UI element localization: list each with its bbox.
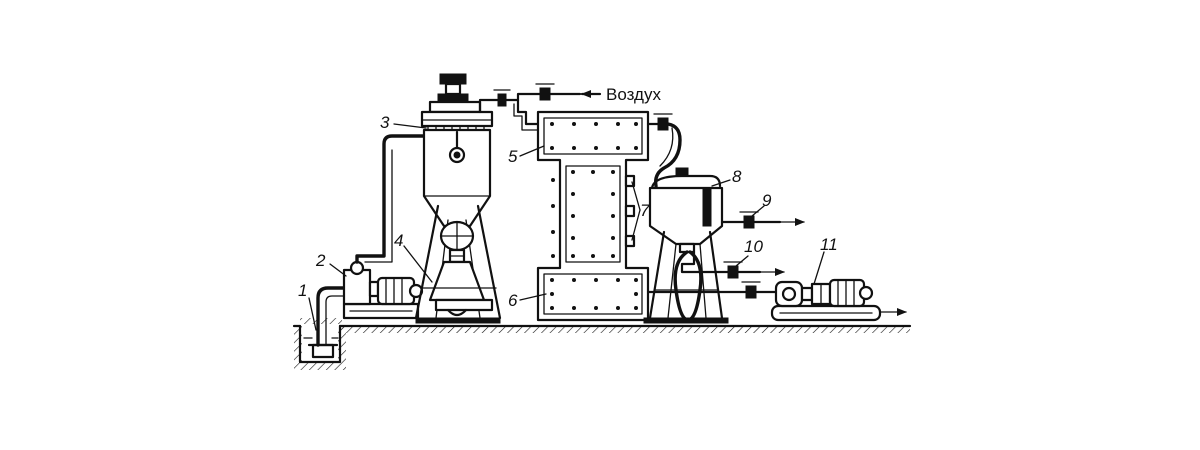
tank-stand xyxy=(414,204,502,324)
air-supply-line: Воздух xyxy=(493,83,661,131)
callout-2: 2 xyxy=(315,251,326,270)
discharge-pump-unit xyxy=(770,278,907,322)
bottom-line xyxy=(646,281,778,299)
callout-5: 5 xyxy=(508,147,518,166)
mixing-tank xyxy=(420,73,500,228)
callout-3: 3 xyxy=(380,113,390,132)
column-middle-bolts xyxy=(551,170,615,258)
column xyxy=(536,110,650,322)
leader-lines xyxy=(308,123,825,331)
callout-numbers: 1 2 3 4 5 6 7 8 9 10 11 xyxy=(298,113,838,310)
callout-8: 8 xyxy=(732,167,742,186)
column-top-bolts xyxy=(550,122,638,150)
callout-11: 11 xyxy=(820,235,838,254)
callout-4: 4 xyxy=(394,231,403,250)
column-bottom-bolts xyxy=(550,278,638,310)
sump-pump xyxy=(303,286,346,359)
callout-6: 6 xyxy=(508,291,518,310)
conical-vessel xyxy=(643,167,729,324)
transfer-hose xyxy=(646,113,682,188)
outlet-valve-9 xyxy=(720,211,805,229)
callout-9: 9 xyxy=(762,191,772,210)
callout-7: 7 xyxy=(640,201,650,220)
callout-1: 1 xyxy=(298,281,307,300)
pump-motor-unit xyxy=(342,134,426,320)
callout-10: 10 xyxy=(744,237,763,256)
air-inlet-label: Воздух xyxy=(606,85,661,104)
ground xyxy=(292,318,912,370)
outlet-valve-10 xyxy=(680,250,785,279)
